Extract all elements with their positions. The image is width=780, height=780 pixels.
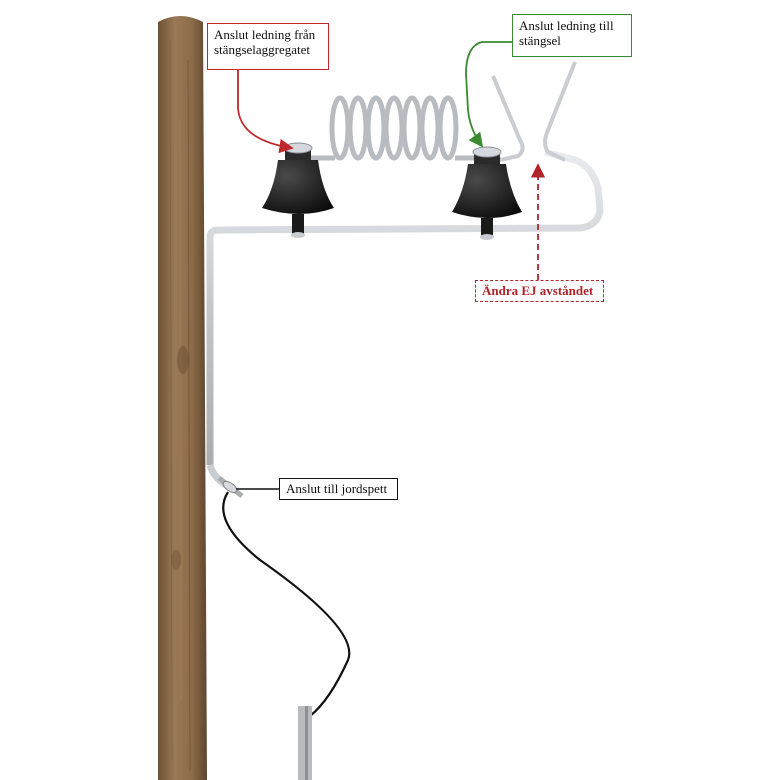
- callout-generator-line-2: stängselaggregatet: [214, 42, 311, 57]
- right-insulator: [452, 146, 522, 240]
- callout-fence-line-2: stängsel: [519, 33, 561, 48]
- wooden-post: [158, 16, 207, 780]
- callout-generator-wire: Anslut ledning från stängselaggregatet: [207, 23, 329, 70]
- callout-fence-wire: Anslut ledning till stängsel: [512, 14, 632, 57]
- ground-wire: [222, 491, 351, 717]
- callout-spacing-text: Ändra EJ avståndet: [482, 283, 594, 298]
- callout-ground-text: Anslut till jordspett: [286, 481, 388, 496]
- callout-spacing-warning: Ändra EJ avståndet: [475, 280, 604, 302]
- callout-ground-rod: Anslut till jordspett: [279, 478, 398, 500]
- callout-generator-line-1: Anslut ledning från: [214, 27, 316, 42]
- generator-arrow: [237, 70, 294, 154]
- ground-bolt: [217, 476, 244, 498]
- left-insulator: [262, 142, 334, 238]
- ground-rod: [298, 706, 312, 780]
- spark-gap-prongs: [491, 61, 577, 162]
- fence-arrow: [465, 41, 512, 148]
- coil-spring: [310, 95, 485, 161]
- callout-fence-line-1: Anslut ledning till: [519, 18, 614, 33]
